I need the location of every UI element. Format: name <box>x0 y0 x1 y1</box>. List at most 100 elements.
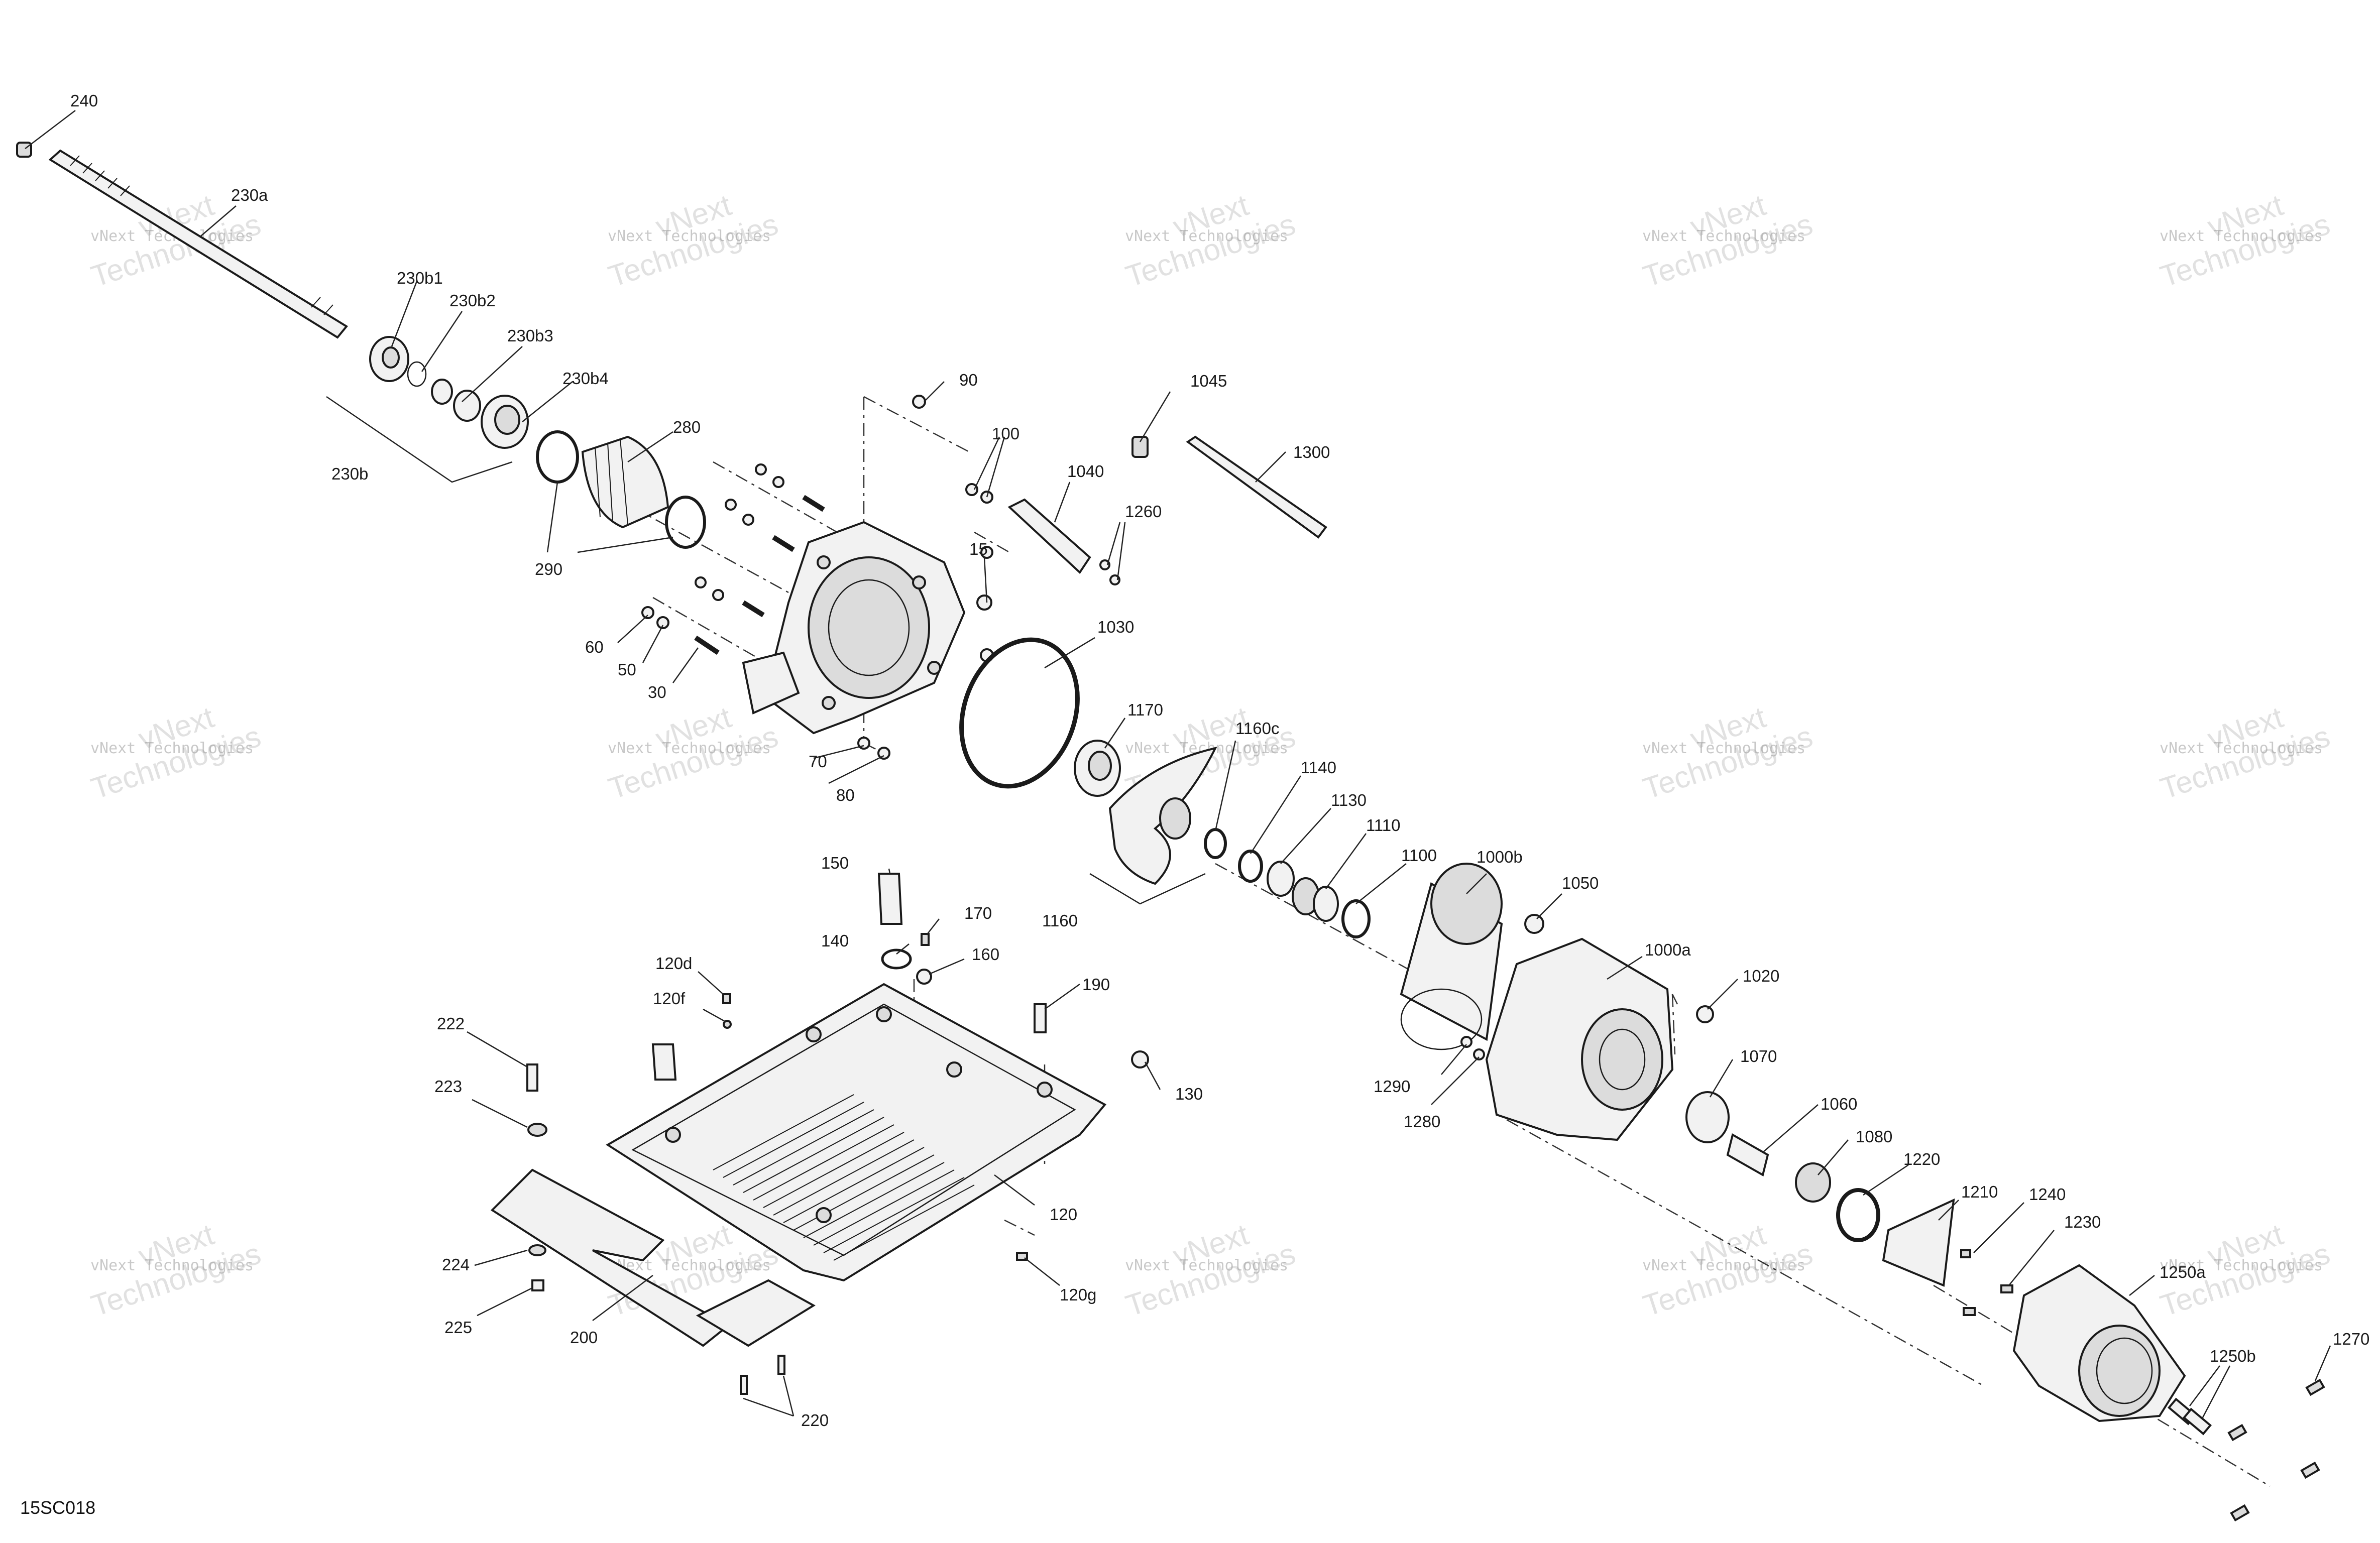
callout-230b3: 230b3 <box>507 326 553 345</box>
callout-70: 70 <box>809 752 827 771</box>
callout-280: 280 <box>673 418 701 436</box>
impeller-group <box>1074 740 1217 905</box>
fasteners-housing <box>641 395 1120 760</box>
callout-224: 224 <box>442 1255 470 1274</box>
callout-1140: 1140 <box>1301 758 1336 777</box>
ride-plate-fittings <box>651 873 1149 1261</box>
callout-120: 120 <box>1050 1205 1077 1224</box>
callout-1030: 1030 <box>1097 618 1134 636</box>
callout-1240: 1240 <box>2029 1185 2066 1204</box>
watermark-text: vNext Technologies <box>2160 740 2323 757</box>
callout-160: 160 <box>972 945 999 964</box>
intake-grate <box>490 1063 816 1395</box>
callout-200: 200 <box>570 1328 598 1347</box>
pump-housing <box>1460 914 1714 1141</box>
callout-100: 100 <box>992 424 1019 443</box>
callout-1250a: 1250a <box>2160 1263 2206 1281</box>
callout-15: 15 <box>969 540 988 558</box>
callout-1020: 1020 <box>1743 967 1779 985</box>
callout-170: 170 <box>964 904 992 922</box>
callout-290: 290 <box>535 560 562 578</box>
watermark-text: vNext Technologies <box>1125 227 1288 245</box>
drive-shaft <box>16 142 348 339</box>
callout-223: 223 <box>434 1077 462 1096</box>
watermark-text: vNext Technologies <box>90 740 254 757</box>
ride-plate <box>606 983 1107 1282</box>
boot-and-clamps <box>536 430 706 549</box>
callout-150: 150 <box>821 854 849 872</box>
callout-1280: 1280 <box>1404 1112 1440 1131</box>
watermark-text: vNext Technologies <box>1642 227 1805 245</box>
wear-sleeve <box>1400 863 1503 1050</box>
pump-shaft-parts <box>1685 1091 1880 1242</box>
leader-lines <box>25 110 2331 1419</box>
callout-130: 130 <box>1175 1085 1203 1103</box>
callout-1000b: 1000b <box>1477 848 1523 866</box>
callout-80: 80 <box>836 786 855 804</box>
callout-1070: 1070 <box>1740 1047 1777 1065</box>
callout-60: 60 <box>585 638 604 656</box>
callout-1300: 1300 <box>1293 443 1330 461</box>
callout-1160: 1160 <box>1042 911 1078 930</box>
cone-and-nozzle <box>1882 1198 2325 1522</box>
callout-1220: 1220 <box>1903 1150 1940 1168</box>
nut-240 <box>16 142 32 158</box>
callout-1045: 1045 <box>1190 372 1227 390</box>
callout-230b2: 230b2 <box>449 291 496 310</box>
bearing-seals <box>1204 828 1371 938</box>
callout-120d: 120d <box>655 954 692 973</box>
watermark-text: vNext Technologies <box>90 1257 254 1274</box>
callout-1060: 1060 <box>1821 1095 1857 1113</box>
callout-120g: 120g <box>1060 1285 1096 1304</box>
diagram-code: 15SC018 <box>20 1497 95 1518</box>
callout-50: 50 <box>618 660 636 679</box>
watermark-text: vNext Technologies <box>608 740 771 757</box>
callout-1050: 1050 <box>1562 874 1599 892</box>
callout-90: 90 <box>959 371 978 389</box>
callout-230b1: 230b1 <box>397 269 443 287</box>
callout-230b4: 230b4 <box>562 369 609 388</box>
callout-30: 30 <box>648 683 666 701</box>
callout-120f: 120f <box>653 989 686 1008</box>
callout-1040: 1040 <box>1067 462 1104 481</box>
callout-1130: 1130 <box>1331 791 1367 809</box>
callout-labels: 240 230a 230b1 230b2 230b3 230b4 230b 280 290 90 1… <box>70 91 2369 1430</box>
callout-240: 240 <box>70 91 98 110</box>
watermark-text: vNext Technologies <box>1125 1257 1288 1274</box>
callout-190: 190 <box>1082 975 1110 994</box>
callout-1100: 1100 <box>1401 846 1437 865</box>
callout-1290: 1290 <box>1374 1077 1410 1096</box>
upper-accessories <box>1007 435 1327 574</box>
callout-222: 222 <box>437 1014 465 1033</box>
watermark-text: vNext Technologies <box>608 227 771 245</box>
seal-carrier-group <box>326 336 529 483</box>
watermark-text: vNext Technologies <box>2160 1257 2323 1274</box>
callout-1210: 1210 <box>1961 1182 1998 1201</box>
callout-1170: 1170 <box>1127 700 1163 719</box>
callout-1270: 1270 <box>2333 1330 2369 1348</box>
callout-225: 225 <box>444 1318 472 1337</box>
callout-230b: 230b <box>331 464 368 483</box>
watermark-text: vNext Technologies <box>2160 227 2323 245</box>
pump-support-housing <box>742 521 966 735</box>
callout-1160c: 1160c <box>1235 719 1279 738</box>
callout-220: 220 <box>801 1411 829 1430</box>
callout-1110: 1110 <box>1366 816 1401 835</box>
callout-1250b: 1250b <box>2210 1347 2256 1365</box>
callout-230a: 230a <box>231 186 268 204</box>
wear-ring <box>959 637 1080 789</box>
watermark-text: vNext Technologies <box>1642 1257 1805 1274</box>
callout-1000a: 1000a <box>1645 940 1691 959</box>
watermark-text: vNext Technologies <box>1642 740 1805 757</box>
